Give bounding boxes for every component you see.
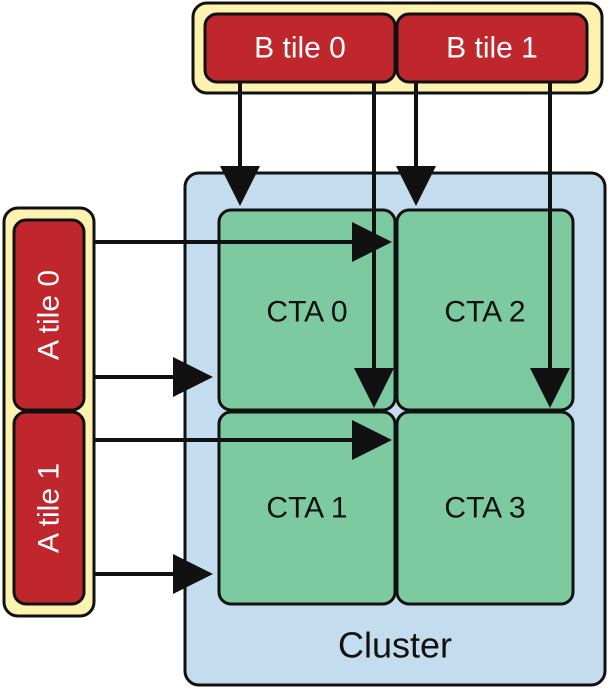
cta-1: CTA 1 (217, 410, 397, 606)
cta-1-label: CTA 1 (266, 492, 347, 525)
cta-3-box (395, 410, 575, 606)
b-tile-0: B tile 0 (203, 12, 397, 84)
a-tile-1-box (12, 410, 86, 606)
cta-2-label: CTA 2 (444, 296, 525, 329)
a-tile-arrows (94, 222, 392, 594)
cta-0-box (217, 208, 397, 412)
cta-0: CTA 0 (217, 208, 397, 412)
b-tile-0-box (203, 12, 397, 84)
cta-0-label: CTA 0 (266, 296, 347, 329)
b-tile-group: B tile 0 B tile 1 (191, 1, 604, 95)
a-tile-0-label: A tile 0 (33, 270, 66, 360)
a-tile-0: A tile 0 (12, 218, 86, 412)
a-tile-group: A tile 0 A tile 1 (2, 206, 96, 618)
cta-2: CTA 2 (395, 208, 575, 412)
cta-3-label: CTA 3 (444, 492, 525, 525)
a-tile-1-label: A tile 1 (33, 463, 66, 553)
cluster-label: Cluster (338, 625, 452, 666)
b-tile-1: B tile 1 (395, 12, 589, 84)
b-tile-1-label: B tile 1 (446, 32, 538, 65)
b-tile-1-box (395, 12, 589, 84)
b-tile-0-label: B tile 0 (254, 32, 346, 65)
cta-1-box (217, 410, 397, 606)
cta-grid: CTA 0 CTA 2 CTA 1 CTA 3 (217, 208, 575, 606)
a-tile-0-box (12, 218, 86, 412)
cta-2-box (395, 208, 575, 412)
a-tile-1: A tile 1 (12, 410, 86, 606)
cta-3: CTA 3 (395, 410, 575, 606)
